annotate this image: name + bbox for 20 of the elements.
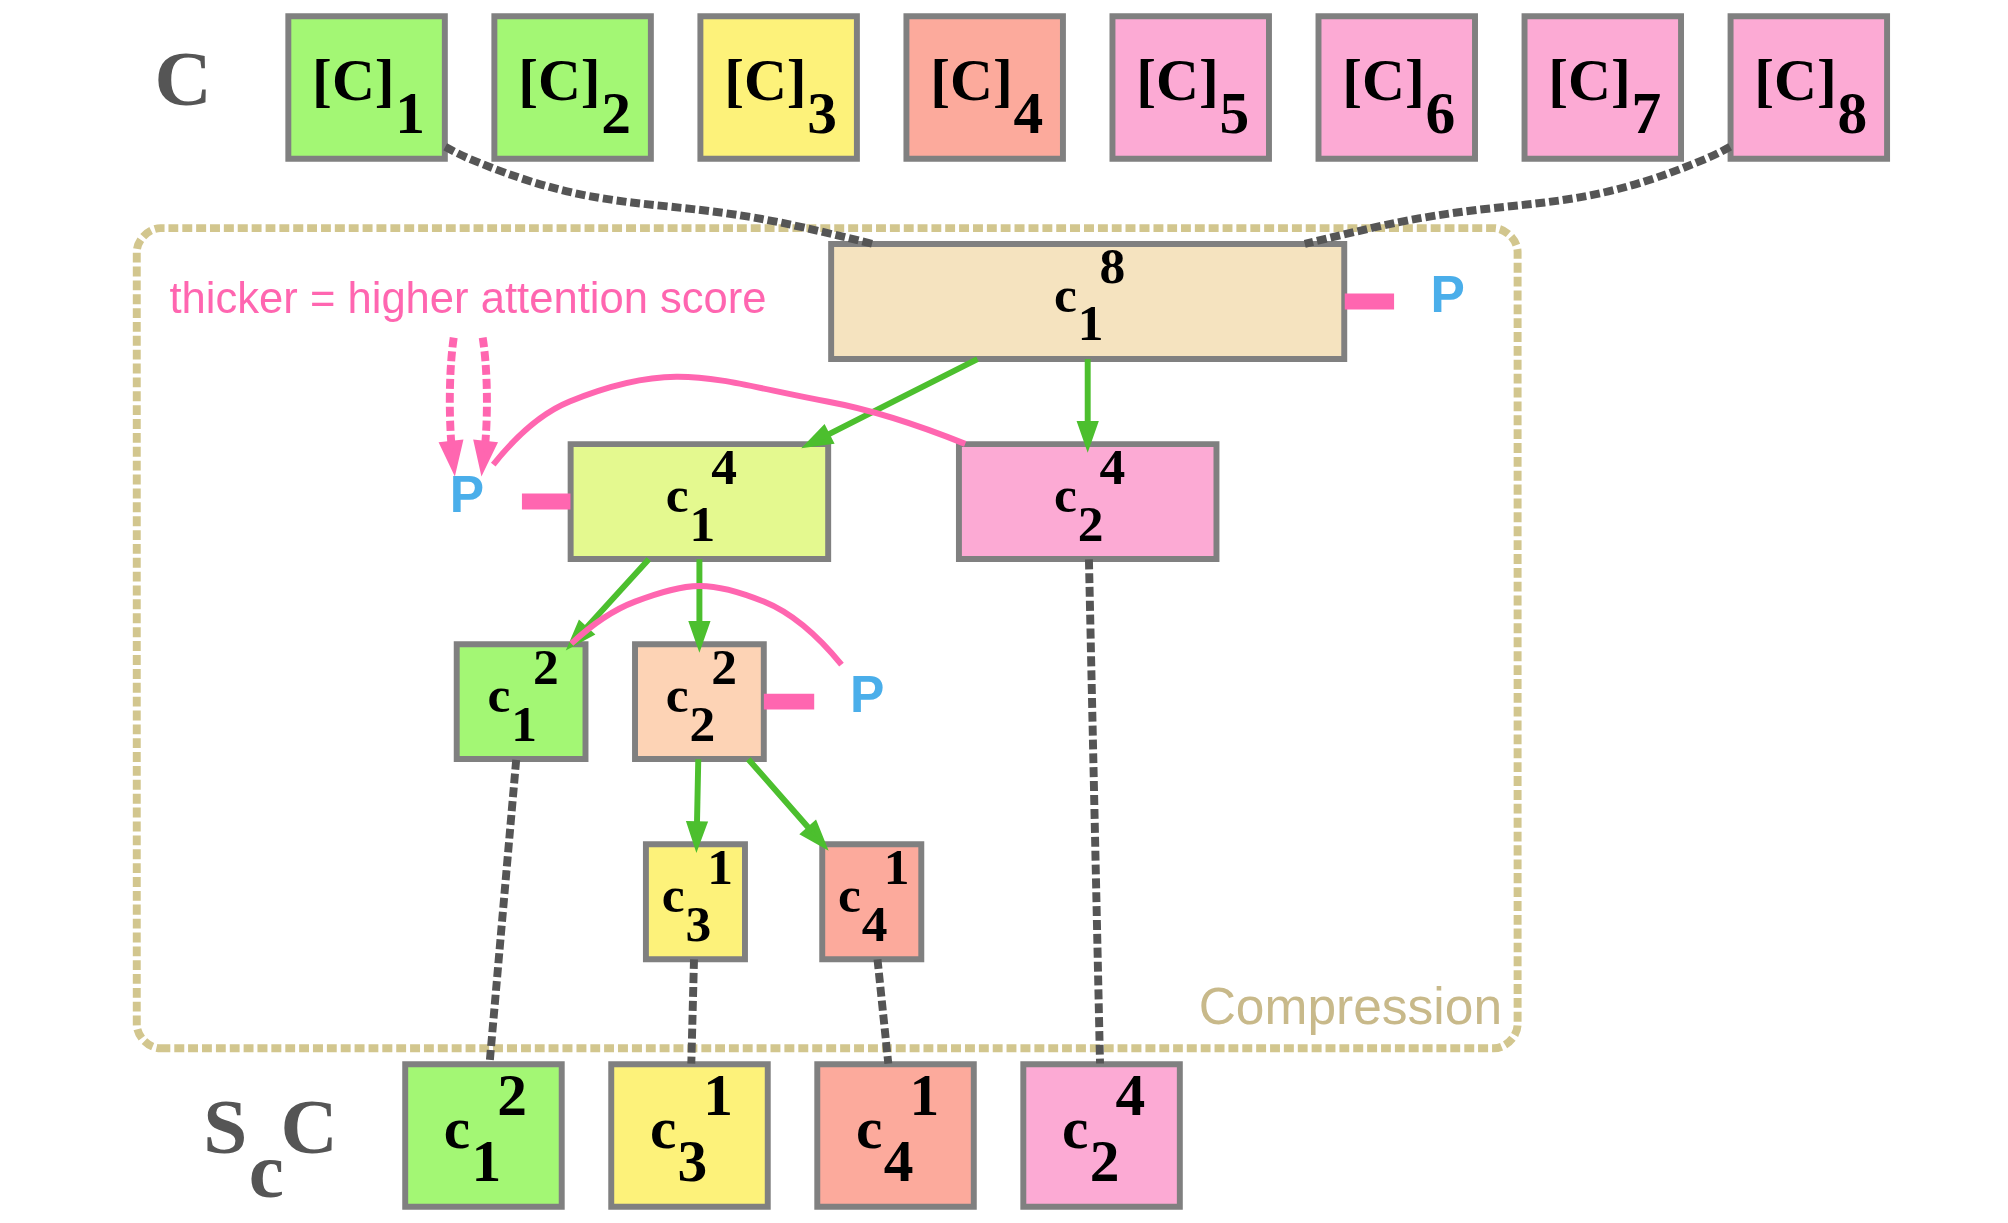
label: C xyxy=(154,34,212,123)
connector xyxy=(490,373,967,467)
connector xyxy=(1084,559,1104,1064)
connector xyxy=(1303,143,1733,248)
connector xyxy=(763,693,815,710)
arrow xyxy=(688,559,711,653)
connector xyxy=(521,493,571,510)
node-text: P xyxy=(849,665,885,724)
arrow xyxy=(801,356,979,449)
arrow xyxy=(746,757,829,851)
node-text: thicker = higher attention score xyxy=(169,273,767,322)
connector xyxy=(687,959,698,1064)
node-text: P xyxy=(1430,264,1465,323)
connector xyxy=(1344,293,1395,310)
connector xyxy=(569,583,844,667)
connector xyxy=(873,958,893,1064)
arrow xyxy=(1076,359,1099,453)
node-text: P xyxy=(449,465,485,524)
arrow xyxy=(685,759,709,853)
connector xyxy=(443,143,874,248)
